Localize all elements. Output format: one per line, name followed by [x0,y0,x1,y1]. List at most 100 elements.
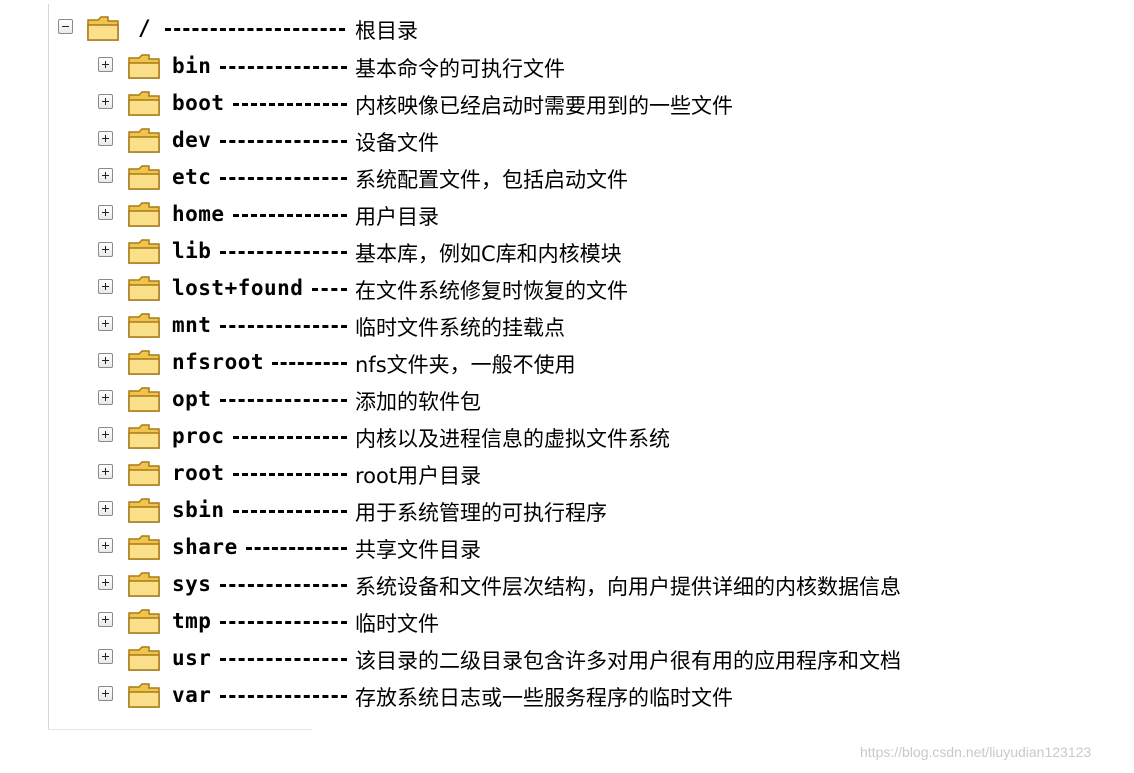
tree-row[interactable]: dev 设备文件 [0,122,1134,159]
leader-dashes [219,658,347,661]
expand-icon[interactable] [98,501,113,516]
expand-icon[interactable] [98,316,113,331]
tree-row[interactable]: opt 添加的软件包 [0,381,1134,418]
tree-row[interactable]: usr 该目录的二级目录包含许多对用户很有用的应用程序和文档 [0,640,1134,677]
leader-dashes [219,140,347,143]
leader-dashes [232,473,347,476]
dir-name[interactable]: tmp [172,609,212,633]
folder-icon [128,683,160,708]
folder-icon [128,387,160,412]
tree-row[interactable]: mnt 临时文件系统的挂载点 [0,307,1134,344]
tree-row[interactable]: tmp 临时文件 [0,603,1134,640]
expand-icon[interactable] [98,168,113,183]
dir-desc: 在文件系统修复时恢复的文件 [355,279,628,303]
expand-icon[interactable] [98,686,113,701]
collapse-icon[interactable] [58,19,73,34]
leader-dashes [219,177,347,180]
dir-name[interactable]: share [172,535,238,559]
expand-icon[interactable] [98,575,113,590]
tree-row[interactable]: lost+found 在文件系统修复时恢复的文件 [0,270,1134,307]
expand-icon[interactable] [98,57,113,72]
dir-name[interactable]: home [172,202,225,226]
dir-desc: 基本命令的可执行文件 [355,57,565,81]
folder-icon [128,91,160,116]
expand-icon[interactable] [98,649,113,664]
expand-icon[interactable] [98,242,113,257]
expand-icon[interactable] [98,464,113,479]
folder-icon [128,461,160,486]
tree-row[interactable]: bin 基本命令的可执行文件 [0,48,1134,85]
expand-icon[interactable] [98,612,113,627]
leader-dashes [272,362,347,365]
tree-row-root[interactable]: / 根目录 [0,10,1134,47]
leader-dashes [246,547,347,550]
dir-name[interactable]: bin [172,54,212,78]
leader-dashes [232,103,347,106]
dir-desc: 临时文件系统的挂载点 [355,316,565,340]
expand-icon[interactable] [98,353,113,368]
dir-desc: 基本库，例如C库和内核模块 [355,242,622,266]
tree-row[interactable]: sys 系统设备和文件层次结构，向用户提供详细的内核数据信息 [0,566,1134,603]
leader-dashes [219,399,347,402]
dir-name[interactable]: proc [172,424,225,448]
dir-desc: 系统设备和文件层次结构，向用户提供详细的内核数据信息 [355,575,901,599]
tree-panel [48,4,313,730]
folder-icon [128,239,160,264]
expand-icon[interactable] [98,427,113,442]
tree-row[interactable]: sbin 用于系统管理的可执行程序 [0,492,1134,529]
dir-name[interactable]: sys [172,572,212,596]
leader-dashes [219,695,347,698]
dir-name[interactable]: sbin [172,498,225,522]
dir-desc: 添加的软件包 [355,390,481,414]
panel-bottom-border [48,729,312,730]
leader-dashes [165,28,345,31]
tree-row[interactable]: proc 内核以及进程信息的虚拟文件系统 [0,418,1134,455]
tree-row[interactable]: lib 基本库，例如C库和内核模块 [0,233,1134,270]
dir-name[interactable]: nfsroot [172,350,265,374]
dir-name[interactable]: lost+found [172,276,304,300]
leader-dashes [219,66,347,69]
folder-icon [128,350,160,375]
root-name[interactable]: / [138,16,152,40]
dir-desc: 该目录的二级目录包含许多对用户很有用的应用程序和文档 [355,649,901,673]
expand-icon[interactable] [98,390,113,405]
folder-icon [128,202,160,227]
dir-name[interactable]: etc [172,165,212,189]
dir-name[interactable]: mnt [172,313,212,337]
dir-desc: 内核以及进程信息的虚拟文件系统 [355,427,670,451]
folder-icon [128,54,160,79]
leader-dashes [219,251,347,254]
tree-row[interactable]: boot 内核映像已经启动时需要用到的一些文件 [0,85,1134,122]
folder-open-icon [87,16,119,41]
dir-name[interactable]: dev [172,128,212,152]
folder-icon [128,424,160,449]
leader-dashes [232,510,347,513]
expand-icon[interactable] [98,131,113,146]
root-desc: 根目录 [355,19,418,43]
dir-name[interactable]: boot [172,91,225,115]
folder-icon [128,498,160,523]
expand-icon[interactable] [98,94,113,109]
leader-dashes [219,325,347,328]
expand-icon[interactable] [98,205,113,220]
dir-name[interactable]: root [172,461,225,485]
dir-name[interactable]: usr [172,646,212,670]
dir-desc: 临时文件 [355,612,439,636]
dir-name[interactable]: var [172,683,212,707]
expand-icon[interactable] [98,538,113,553]
dir-name[interactable]: lib [172,239,212,263]
dir-desc: 内核映像已经启动时需要用到的一些文件 [355,94,733,118]
dir-desc: 用于系统管理的可执行程序 [355,501,607,525]
dir-desc: nfs文件夹，一般不使用 [355,353,576,377]
dir-name[interactable]: opt [172,387,212,411]
expand-icon[interactable] [98,279,113,294]
tree-row[interactable]: nfsroot nfs文件夹，一般不使用 [0,344,1134,381]
dir-desc: 设备文件 [355,131,439,155]
folder-icon [128,165,160,190]
folder-icon [128,276,160,301]
